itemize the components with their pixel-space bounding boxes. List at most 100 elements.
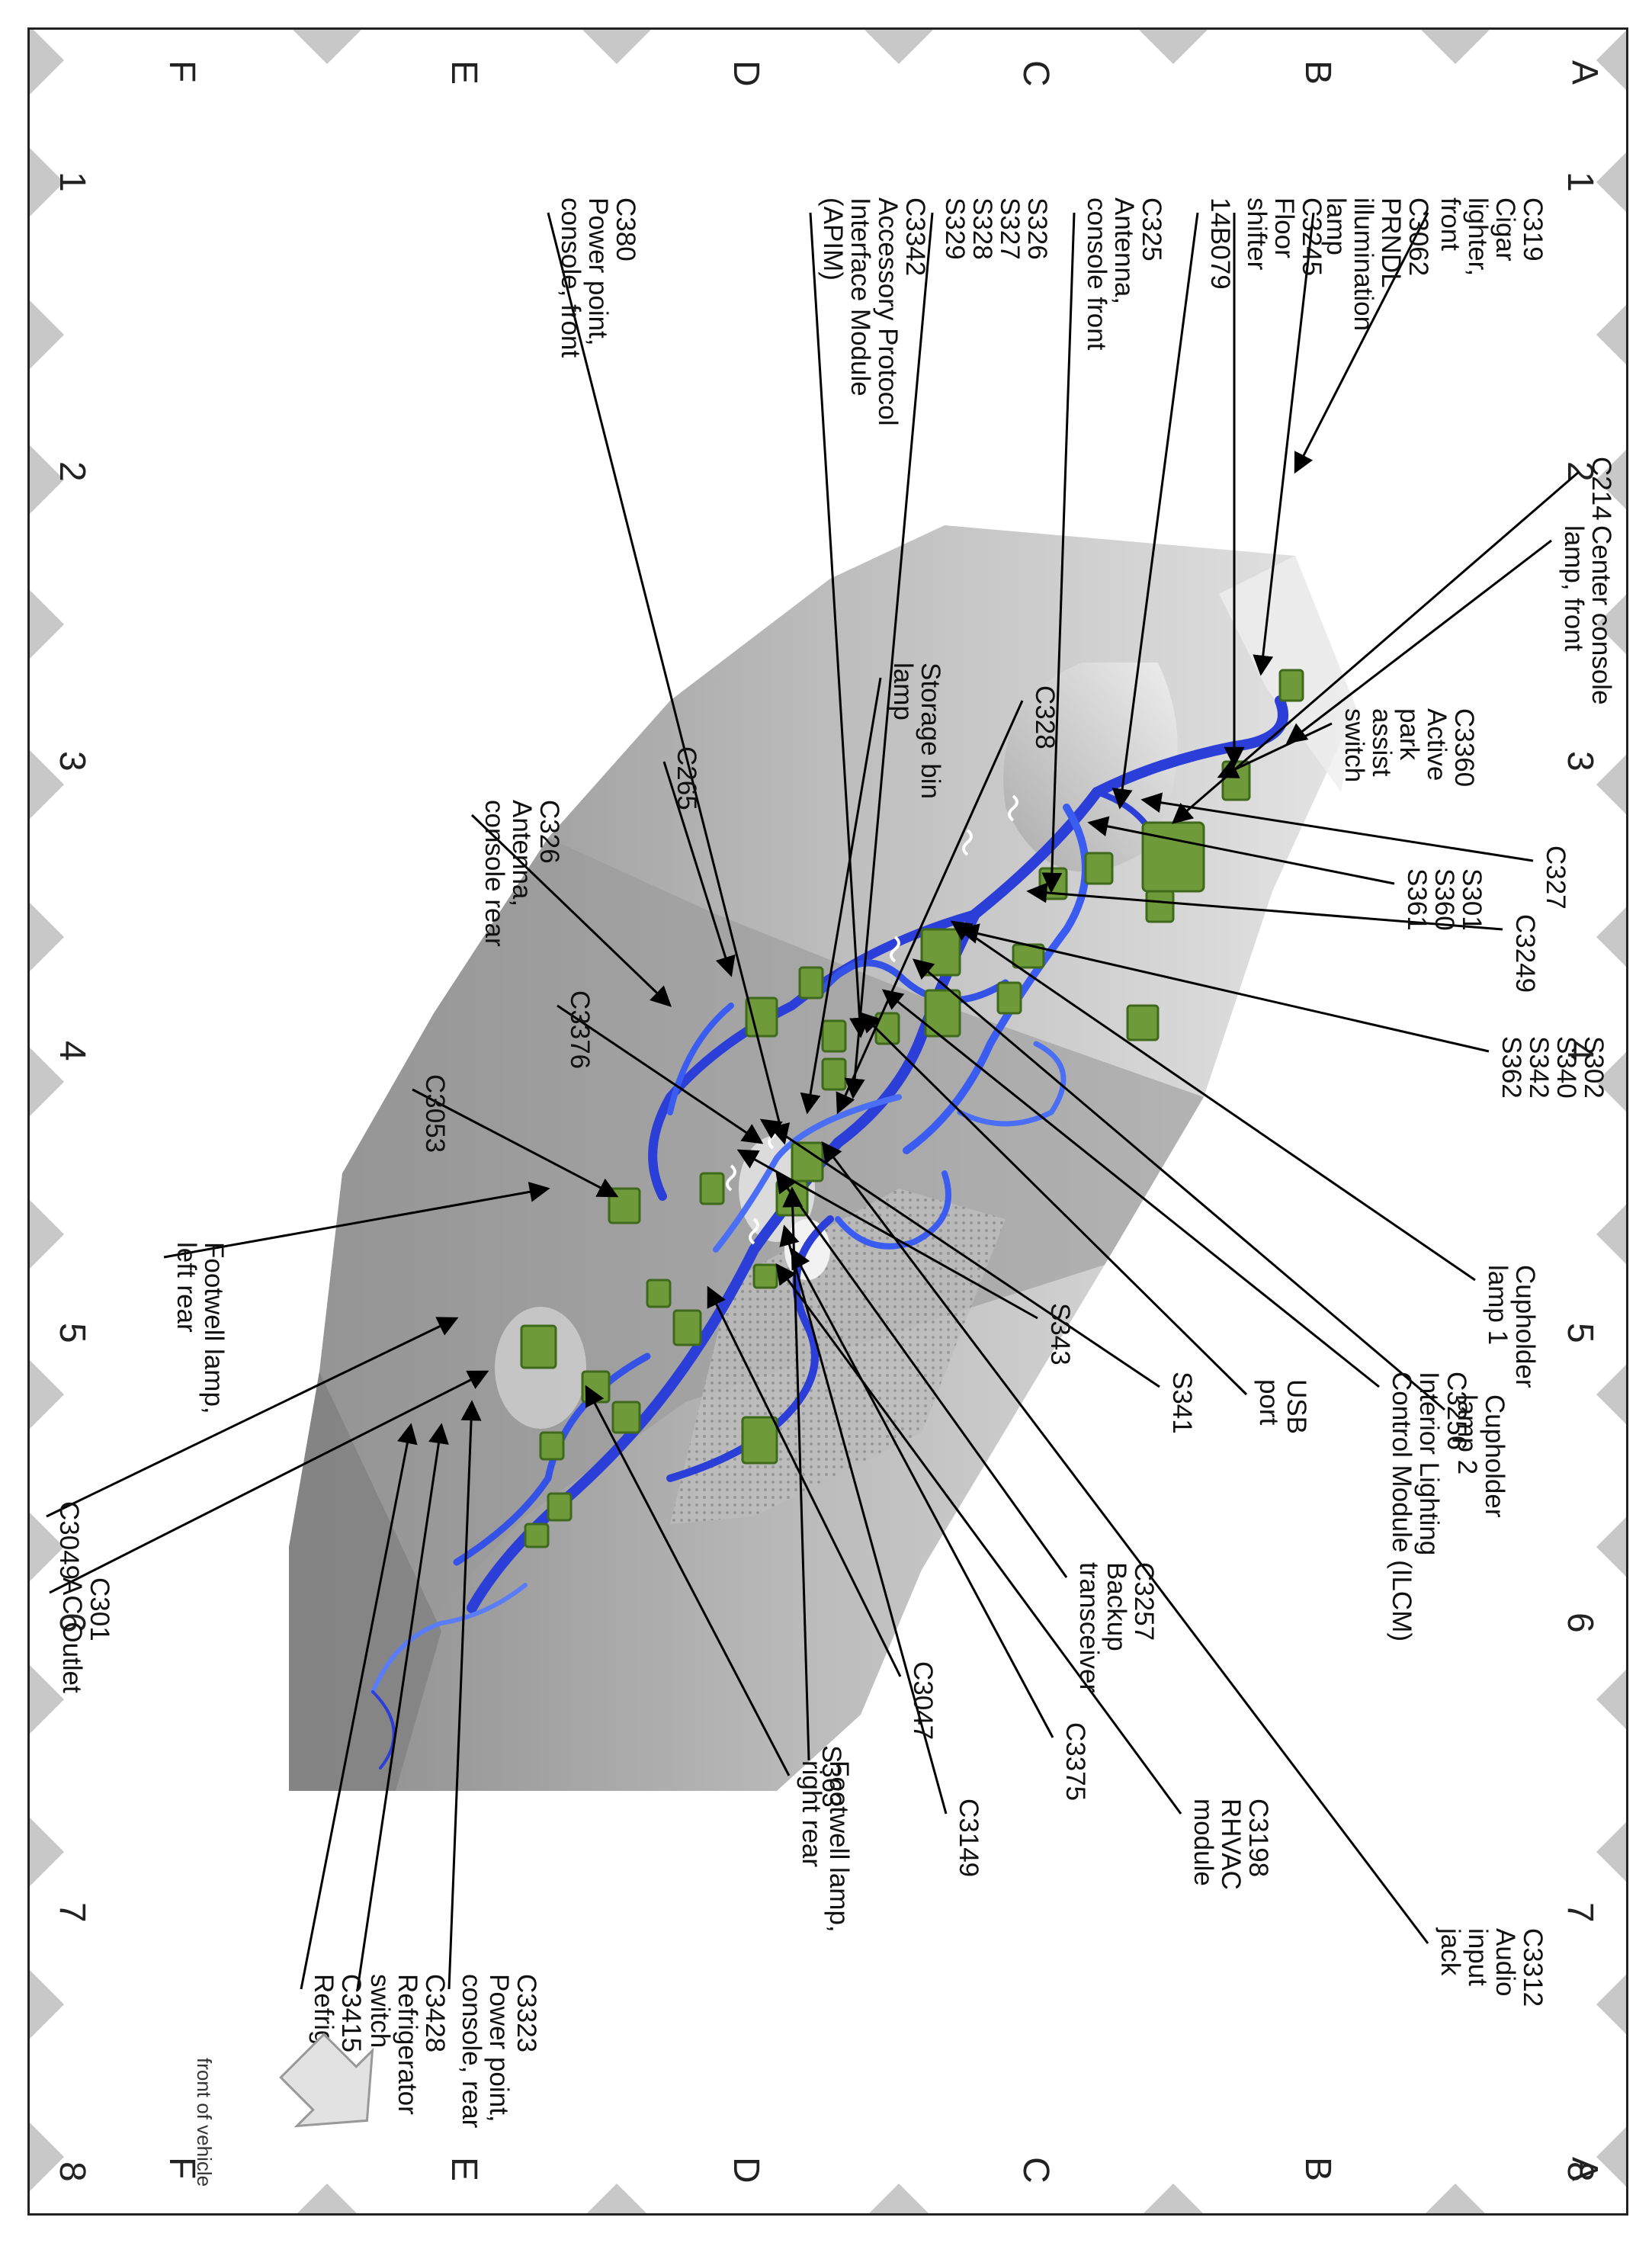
callout-text: C3323: [512, 1974, 541, 2052]
border-tick: [1421, 30, 1490, 64]
border-tick: [1596, 1665, 1626, 1734]
grid-column-label: 6: [52, 1612, 92, 1633]
callout-text: switch: [365, 1974, 395, 2048]
leader-c380: [547, 212, 791, 1145]
grid-row-label: C: [1015, 60, 1056, 87]
leader-footwell-rr: [585, 1385, 791, 1776]
leader-c3415: [300, 1423, 418, 1990]
callout-text: C3245: [1297, 197, 1326, 276]
grid-column-label: 1: [1560, 172, 1600, 192]
callout-text: port: [1254, 1379, 1284, 1426]
front-of-vehicle-label: front of vehicle: [193, 2058, 216, 2187]
callout-text: Cupholder: [1510, 1265, 1540, 1388]
callout-text: C3047: [908, 1661, 938, 1740]
callout-footwell-rr: Footwell lamp,right rear: [797, 1760, 854, 1933]
leader-c3053: [412, 1088, 619, 1198]
callout-text: Interface Module: [845, 197, 875, 396]
callout-text: S301: [1457, 868, 1487, 931]
callout-text: C301: [85, 1577, 114, 1641]
callout-text: front: [1435, 197, 1465, 251]
leader-center-console-lamp: [1285, 539, 1552, 744]
callout-text: Interior Lighting: [1414, 1372, 1444, 1555]
callout-text: C3198: [1243, 1799, 1273, 1877]
grid-column-label: 4: [52, 1041, 92, 1061]
callout-text: left rear: [172, 1242, 201, 1333]
callout-text: Storage bin: [916, 663, 945, 799]
callout-text: module: [1188, 1799, 1218, 1886]
grid-row-label: A: [1564, 2157, 1605, 2181]
border-tick: [30, 590, 64, 659]
callout-text: S361: [1402, 868, 1432, 931]
callout-text: Cupholder: [1480, 1394, 1509, 1518]
callout-text: Control Module (ILCM): [1387, 1372, 1416, 1641]
callout-c3249: C3249: [1510, 914, 1540, 993]
grid-column-label: 7: [52, 1902, 92, 1923]
callout-text: console rear: [480, 800, 509, 947]
callout-text: C3428: [420, 1974, 450, 2052]
callout-c3375: C3375: [1060, 1722, 1090, 1801]
border-tick-marks: [30, 30, 1626, 2213]
grid-row-label: B: [1298, 2157, 1338, 2181]
border-tick: [30, 300, 64, 369]
leader-14b079: [1111, 212, 1199, 810]
callout-c265: C265: [672, 746, 701, 810]
callout-text: Power point,: [583, 197, 613, 346]
grid-column-label: 5: [52, 1323, 92, 1343]
grid-row-label: C: [1015, 2157, 1056, 2184]
grid-column-label: 1: [52, 172, 92, 192]
callout-text: S342: [1524, 1036, 1554, 1099]
border-tick: [1596, 300, 1626, 369]
leader-s326: [844, 212, 934, 1099]
leader-c3047: [707, 1285, 902, 1677]
callout-text: C3149: [954, 1799, 983, 1877]
border-tick: [1139, 2184, 1208, 2213]
grid-column-label: 8: [52, 2161, 92, 2182]
leader-c3049: [46, 1317, 459, 1518]
callout-text: lamp, front: [1559, 525, 1589, 652]
leader-c3249: [1026, 882, 1503, 931]
callout-text: Active: [1422, 708, 1452, 781]
callout-text: C265: [672, 746, 701, 810]
border-tick: [1596, 590, 1626, 659]
callout-text: S341: [1167, 1372, 1197, 1434]
callout-s363: S363: [816, 1745, 846, 1808]
leader-c3198: [775, 1263, 1182, 1815]
leader-c214: [1171, 470, 1580, 824]
grid-column-label: 2: [1560, 461, 1600, 482]
callout-text: C328: [1030, 685, 1060, 749]
leader-c3342: [809, 212, 870, 1038]
callout-text: Antenna,: [1109, 197, 1139, 304]
border-tick: [1596, 1970, 1626, 2039]
border-tick: [30, 1818, 64, 1886]
callout-text: C319: [1518, 197, 1548, 262]
leader-c3257: [775, 1171, 1068, 1578]
callout-c328: C328: [1030, 685, 1060, 749]
callout-text: PRNDL: [1376, 197, 1406, 288]
callout-text: Antenna,: [507, 800, 537, 907]
callout-text: S343: [1045, 1303, 1075, 1365]
border-tick: [582, 2184, 651, 2213]
grid-row-label: E: [444, 60, 484, 85]
callout-text: C326: [534, 800, 564, 864]
callout-text: Footwell lamp,: [824, 1760, 854, 1933]
callout-text: jack: [1435, 1927, 1465, 1976]
callout-text: C3375: [1060, 1722, 1090, 1801]
callout-text: C325: [1137, 197, 1166, 262]
callout-text: C380: [611, 197, 640, 262]
callout-text: transceiver: [1074, 1562, 1104, 1693]
border-tick: [1421, 2184, 1490, 2213]
callout-text: console, front: [556, 197, 585, 358]
leader-usb: [859, 1012, 1248, 1396]
border-tick: [582, 30, 651, 64]
callout-text: C3415: [336, 1974, 366, 2052]
border-tick: [1596, 1048, 1626, 1116]
callout-text: console front: [1082, 197, 1111, 351]
